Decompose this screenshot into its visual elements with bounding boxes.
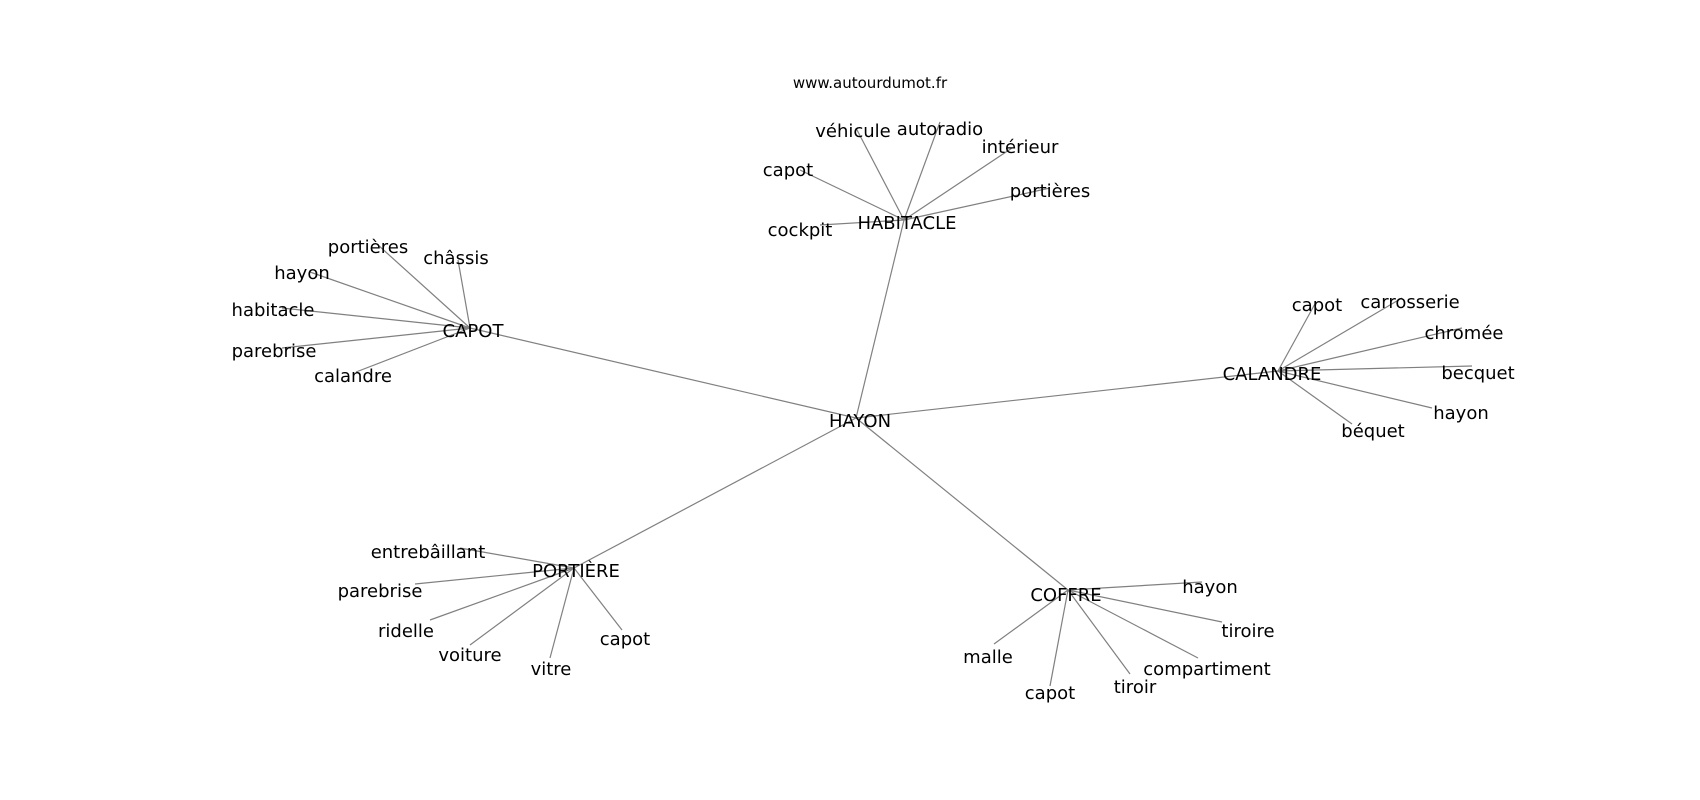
leaf-node-calandre-5: béquet	[1341, 421, 1404, 442]
leaf-node-coffre-0: hayon	[1182, 577, 1238, 598]
leaf-node-calandre-3: becquet	[1441, 363, 1514, 384]
edge-calandre-leaf-2	[1277, 327, 1463, 372]
edge-capot-leaf-5	[355, 327, 471, 373]
leaf-node-portiere-5: capot	[600, 629, 650, 650]
leaf-node-capot-3: habitacle	[232, 300, 315, 321]
edge-capot-leaf-1	[457, 259, 471, 329]
edge-coffre-leaf-5	[993, 589, 1069, 645]
edge-coffre-leaf-2	[1067, 589, 1199, 659]
leaf-node-calandre-2: chromée	[1424, 323, 1503, 344]
edge-calandre-leaf-3	[1277, 365, 1473, 372]
leaf-node-habitacle-3: capot	[763, 160, 813, 181]
source-label: www.autourdumot.fr	[793, 74, 948, 92]
edge-habitacle-leaf-3	[799, 169, 905, 221]
leaf-node-capot-5: calandre	[314, 366, 392, 387]
edge-calandre-leaf-1	[1277, 297, 1403, 372]
leaf-node-portiere-3: voiture	[438, 645, 501, 666]
leaf-node-portiere-4: vitre	[531, 659, 572, 680]
leaf-node-coffre-5: malle	[963, 647, 1013, 668]
edge-coffre-leaf-1	[1067, 589, 1223, 623]
edge-calandre-leaf-4	[1277, 370, 1433, 409]
edge-calandre-leaf-5	[1277, 370, 1353, 425]
leaf-node-calandre-4: hayon	[1433, 403, 1489, 424]
leaf-node-coffre-3: tiroir	[1114, 677, 1157, 698]
leaf-node-habitacle-2: intérieur	[982, 137, 1059, 158]
edge-capot-leaf-0	[377, 244, 471, 329]
edge-portiere-leaf-0	[459, 547, 575, 569]
edge-capot-leaf-3	[281, 307, 471, 329]
edge-calandre-leaf-0	[1277, 301, 1317, 372]
leaf-node-portiere-2: ridelle	[378, 621, 434, 642]
leaf-node-portiere-0: entrebâillant	[371, 542, 486, 563]
edge-portiere-leaf-2	[429, 567, 575, 621]
leaf-node-habitacle-0: véhicule	[815, 121, 891, 142]
edge-coffre-leaf-3	[1067, 589, 1131, 675]
edge-habitacle-leaf-5	[819, 219, 905, 226]
leaf-node-capot-4: parebrise	[232, 341, 317, 362]
edge-habitacle-leaf-0	[855, 127, 905, 221]
leaf-node-habitacle-1: autoradio	[897, 119, 983, 140]
leaf-node-capot-0: portières	[328, 237, 408, 258]
edge-coffre-leaf-4	[1049, 589, 1069, 687]
edge-portiere-leaf-5	[573, 567, 623, 631]
leaf-node-capot-2: hayon	[274, 263, 330, 284]
edge-center-coffre	[855, 417, 1069, 591]
edge-habitacle-leaf-4	[903, 187, 1051, 221]
edge-capot-leaf-2	[309, 271, 471, 329]
edge-portiere-leaf-4	[549, 567, 575, 659]
edge-habitacle-leaf-1	[903, 121, 941, 221]
edge-portiere-leaf-3	[469, 567, 575, 646]
edges-layer	[281, 121, 1473, 687]
hub-node-coffre: COFFRE	[1030, 585, 1101, 606]
leaf-node-capot-1: châssis	[423, 248, 488, 269]
edge-coffre-leaf-0	[1067, 581, 1203, 591]
edge-portiere-leaf-1	[414, 567, 575, 585]
hub-node-calandre: CALANDRE	[1223, 364, 1322, 385]
leaf-node-coffre-2: compartiment	[1143, 659, 1270, 680]
edge-center-capot	[469, 327, 857, 419]
edge-capot-leaf-4	[281, 327, 471, 349]
leaf-node-habitacle-4: portières	[1010, 181, 1090, 202]
leaf-node-habitacle-5: cockpit	[768, 220, 833, 241]
edge-habitacle-leaf-2	[903, 147, 1013, 221]
edge-center-portiere	[573, 417, 857, 569]
edge-center-habitacle	[855, 219, 905, 419]
hub-node-capot: CAPOT	[443, 321, 505, 342]
edge-center-calandre	[855, 370, 1279, 419]
center-node: HAYON	[829, 411, 891, 432]
leaf-node-portiere-1: parebrise	[338, 581, 423, 602]
leaf-node-coffre-4: capot	[1025, 683, 1075, 704]
hub-node-portiere: PORTIÈRE	[532, 560, 620, 582]
hub-node-habitacle: HABITACLE	[857, 213, 956, 234]
leaf-node-calandre-0: capot	[1292, 295, 1342, 316]
leaf-node-calandre-1: carrosserie	[1360, 292, 1459, 313]
leaf-node-coffre-1: tiroire	[1221, 621, 1274, 642]
